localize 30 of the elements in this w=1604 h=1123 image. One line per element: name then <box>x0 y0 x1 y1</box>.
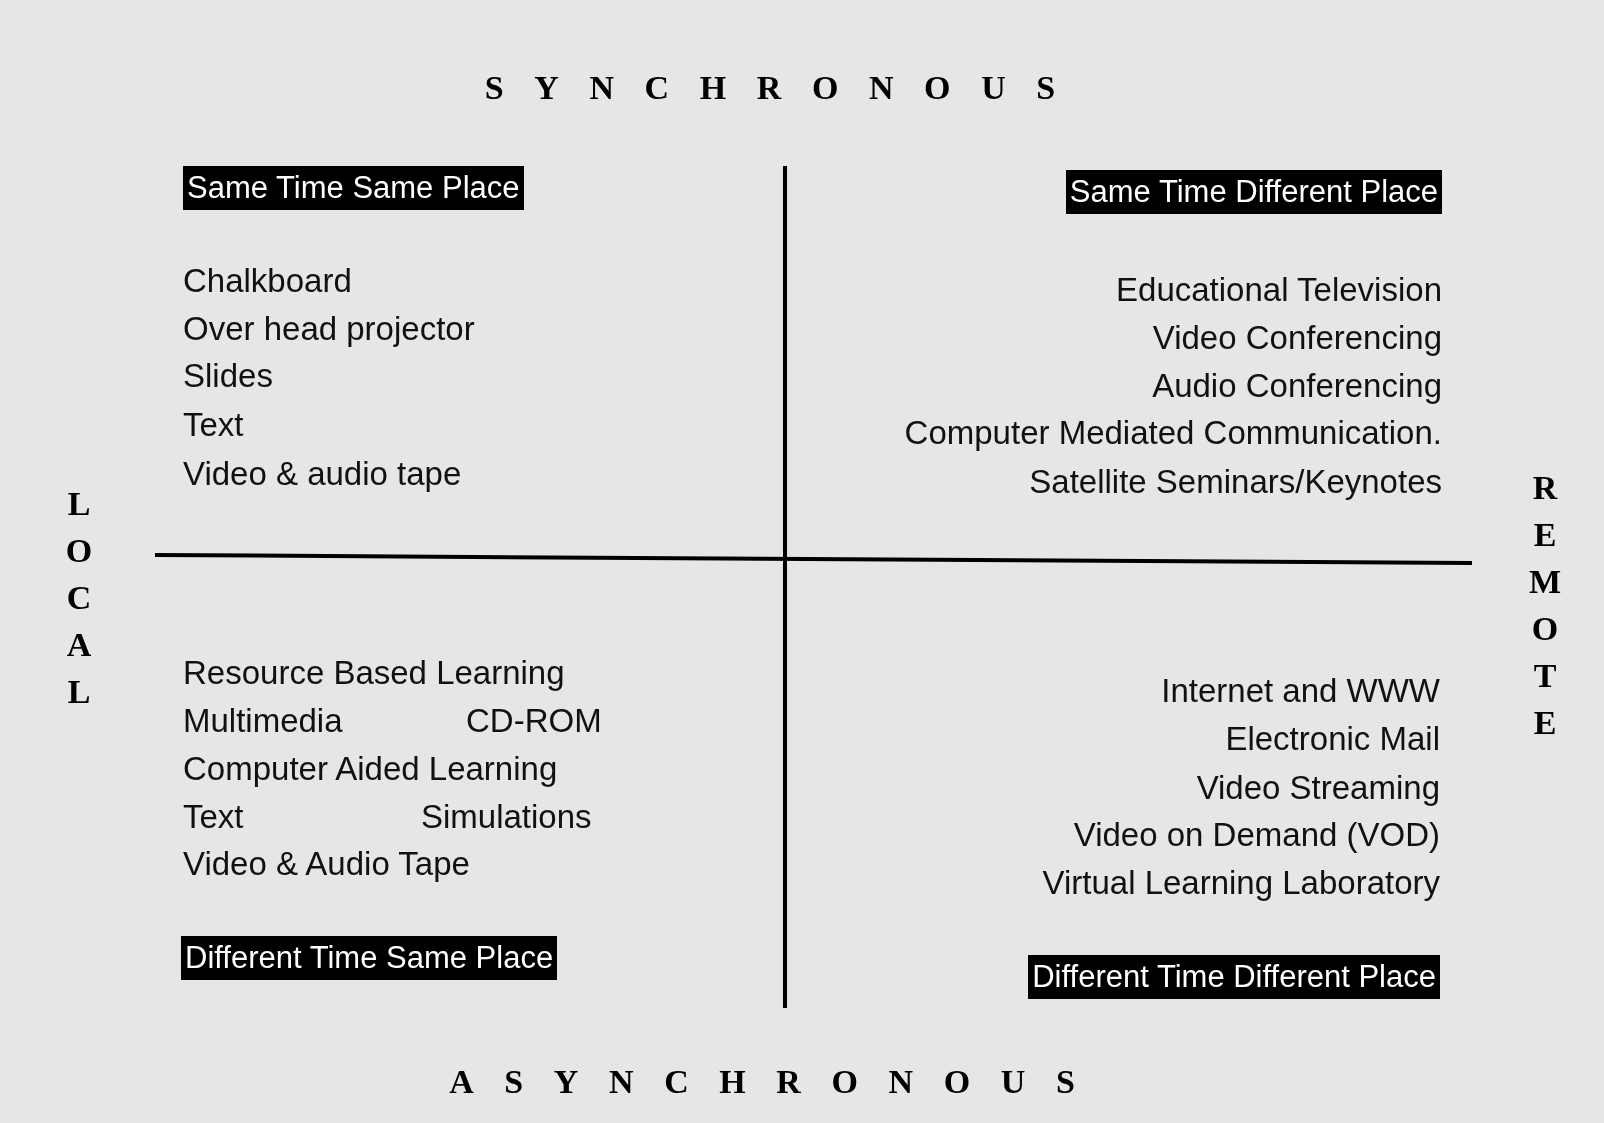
item-text: Simulations <box>421 797 592 837</box>
axis-label: SYNCHRONOUS <box>483 68 1086 108</box>
quadrant-heading: Same Time Same Place <box>183 166 524 210</box>
item-text: Virtual Learning Laboratory <box>1042 863 1440 903</box>
item-text: Multimedia <box>183 701 343 741</box>
item-text: Over head projector <box>183 309 475 349</box>
axis-label: ASYNCHRONOUS <box>448 1062 1106 1102</box>
item-text: Video Streaming <box>1196 768 1440 808</box>
item-text: Electronic Mail <box>1225 719 1440 759</box>
item-text: Text <box>183 405 244 445</box>
item-text: Video Conferencing <box>1152 318 1442 358</box>
item-text: CD-ROM <box>466 701 602 741</box>
item-text: Audio Conferencing <box>1152 366 1442 406</box>
item-text: Computer Mediated Communication. <box>904 413 1442 453</box>
item-text: Chalkboard <box>183 261 352 301</box>
item-text: Video & Audio Tape <box>183 844 470 884</box>
item-text: Internet and WWW <box>1161 671 1440 711</box>
axis-label: LOCAL <box>64 484 94 712</box>
item-text: Satellite Seminars/Keynotes <box>1029 462 1442 502</box>
quadrant-heading: Different Time Different Place <box>1028 955 1440 999</box>
axis-label: REMOTE <box>1528 468 1562 743</box>
item-text: Slides <box>183 356 273 396</box>
item-text: Video & audio tape <box>183 454 462 494</box>
quadrant-heading: Different Time Same Place <box>181 936 558 980</box>
quadrant-heading: Same Time Different Place <box>1065 170 1442 214</box>
item-text: Resource Based Learning <box>183 653 565 693</box>
item-text: Educational Television <box>1116 270 1442 310</box>
item-text: Video on Demand (VOD) <box>1073 815 1440 855</box>
item-text: Text <box>183 797 244 837</box>
item-text: Computer Aided Learning <box>183 749 558 789</box>
